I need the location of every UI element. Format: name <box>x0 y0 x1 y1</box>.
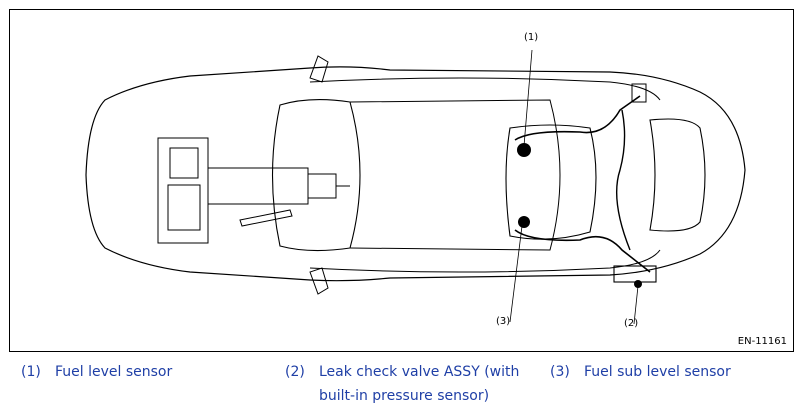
figure-id-label: EN-11161 <box>737 336 787 347</box>
filler-cap <box>631 83 647 103</box>
legend-number: (1) <box>21 364 41 380</box>
callout-2: (2) <box>624 318 639 329</box>
legend-item-1: (1) Fuel level sensor <box>21 360 255 384</box>
filler-neck <box>616 109 631 251</box>
engine-assembly <box>157 137 350 244</box>
leak-check-valve-mark <box>634 280 642 288</box>
diagram-figure: (1) (2) (3) EN-11161 <box>9 9 794 352</box>
right-mirror <box>309 267 329 295</box>
legend-item-3: (3) Fuel sub level sensor <box>550 360 794 384</box>
legend-number: (2) <box>285 364 305 380</box>
callout-3: (3) <box>496 316 511 327</box>
leader-line-1 <box>523 49 533 147</box>
lower-body-line <box>309 249 661 273</box>
car-body-outline <box>85 66 746 282</box>
cabin-outline <box>349 99 561 251</box>
fuel-line-lower <box>514 229 651 273</box>
legend-text: Fuel sub level sensor <box>584 364 731 380</box>
fuel-sub-level-sensor-mark <box>518 216 530 228</box>
left-mirror <box>309 55 329 83</box>
legend-item-2: (2) Leak check valve ASSY (with built-in … <box>285 360 529 408</box>
fuel-level-sensor-mark <box>517 143 531 157</box>
upper-body-line <box>309 77 661 101</box>
callout-1: (1) <box>524 32 539 43</box>
legend-text: Leak check valve ASSY (with built-in pre… <box>319 364 520 404</box>
rear-window <box>649 118 706 232</box>
windshield <box>271 99 361 252</box>
fuel-tank <box>505 124 597 240</box>
legend-number: (3) <box>550 364 570 380</box>
legend-text: Fuel level sensor <box>55 364 173 380</box>
fuel-line-upper <box>514 95 641 141</box>
leader-line-2 <box>633 285 639 325</box>
leader-line-3 <box>509 225 523 323</box>
car-diagram <box>85 49 746 325</box>
